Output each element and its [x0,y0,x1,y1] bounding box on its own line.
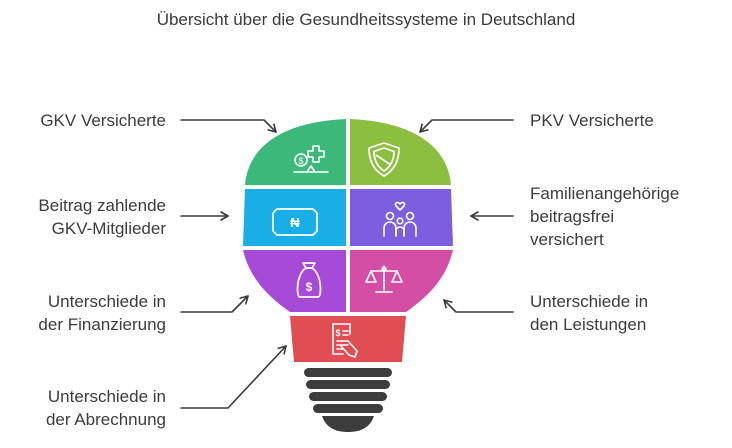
label-gkv-insured: GKV Versicherte [40,111,166,130]
segment-gkv-insured [245,119,346,185]
label-benefit-differences: Unterschiede in den Leistungen [530,292,649,334]
segment-pkv-insured [350,119,451,185]
arrow-pkv-insured [419,119,514,133]
svg-text:₦: ₦ [290,215,300,230]
arrow-benefits [443,299,514,313]
balance-scale-icon [365,265,403,293]
label-billing-differences: Unterschiede in der Abrechnung [45,387,166,429]
arrow-gkv-insured [180,119,277,133]
family-heart-icon [383,201,417,237]
svg-text:$: $ [335,328,340,338]
arrow-financing [180,295,249,313]
label-gkv-paying-members: Beitrag zahlende GKV-Mitglieder [38,196,166,238]
segment-gkv-paying [243,189,346,246]
svg-text:$: $ [298,156,303,166]
invoice-icon: $ [332,323,358,358]
naira-note-icon: ₦ [272,208,318,236]
label-family-insured: Familienangehörige beitragsfrei versiche… [530,184,680,249]
segment-financing [243,250,346,312]
segment-billing [290,316,406,362]
diagram-title: Übersicht über die Gesundheitssysteme in… [156,10,576,29]
money-bag-icon: $ [296,262,322,298]
svg-text:$: $ [306,280,313,294]
arrow-billing [180,345,287,409]
segment-family [350,189,453,246]
shield-icon [368,142,400,177]
money-health-icon: $ [293,145,329,173]
bulb-base [304,368,392,432]
label-pkv-insured: PKV Versicherte [530,111,654,130]
label-financing-differences: Unterschiede in der Finanzierung [38,292,166,334]
